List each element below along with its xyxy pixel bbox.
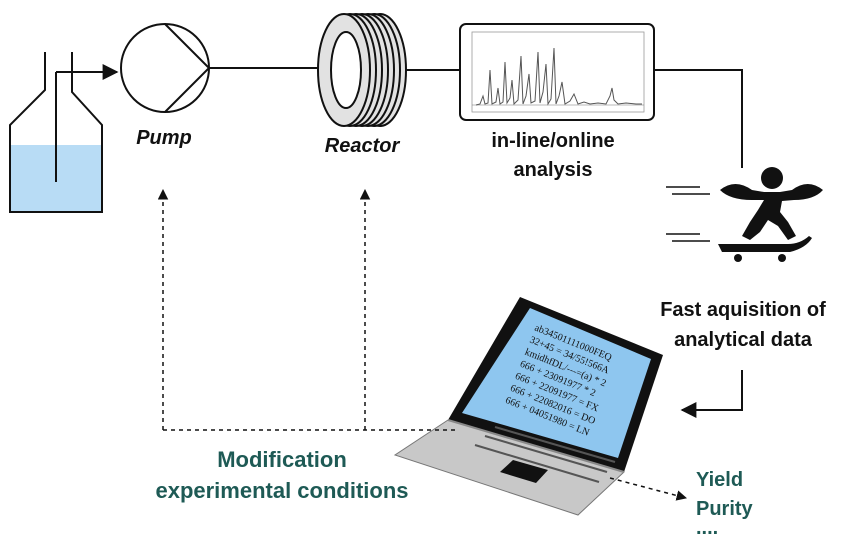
output-arrow [609,477,688,501]
tube-analyzer-out [654,69,743,168]
skateboarder-icon [666,167,823,262]
fast-acquisition-label-line2: analytical data [674,329,813,351]
data-to-laptop-arrow [680,370,743,418]
reservoir-bottle [9,52,103,213]
output-more-label: .... [696,517,718,535]
reactor-coil-hole [330,31,362,109]
output-yield-label: Yield [696,469,743,491]
spectrum-chart-icon [459,23,655,121]
reactor-label: Reactor [325,135,401,157]
analysis-label-line2: analysis [514,159,593,181]
laptop-icon [393,297,663,516]
pump-label: Pump [136,127,192,149]
modification-label-line2: experimental conditions [155,478,408,503]
reactor-coil-icon [317,13,407,127]
fast-acquisition-label-line1: Fast aquisition of [660,299,826,321]
feedback-dashed-lines [157,188,688,501]
modification-label-line1: Modification [217,447,347,472]
pump-icon [120,23,211,113]
analysis-label-line1: in-line/online [491,130,614,152]
output-purity-label: Purity [696,498,754,520]
laptop-screen [462,308,651,458]
